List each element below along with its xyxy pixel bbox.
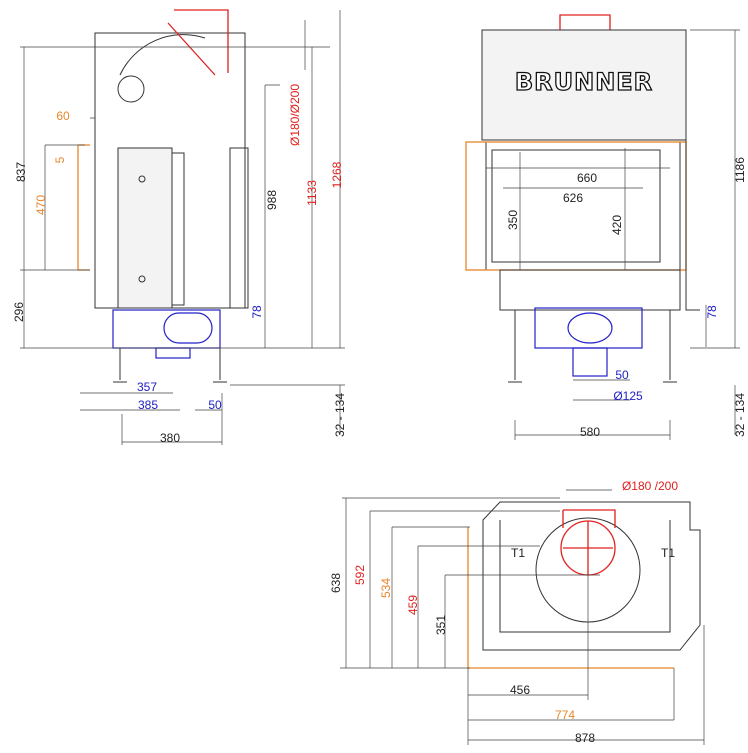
dim-flue-diameter: Ø180/Ø200 <box>288 84 302 146</box>
side-flue-outlet <box>167 9 229 76</box>
dim-988: 988 <box>265 190 279 210</box>
side-air-stub <box>155 347 191 359</box>
dim-878: 878 <box>575 731 595 745</box>
dim-1186: 1186 <box>733 157 747 183</box>
side-pulley <box>117 75 145 103</box>
front-flue-outlet <box>559 14 611 30</box>
dim-351: 351 <box>434 615 448 635</box>
side-bolt <box>138 275 146 283</box>
side-air-box <box>112 309 221 349</box>
side-door-panel <box>117 147 173 309</box>
plan-dimension-lines <box>340 489 705 745</box>
dim-1268: 1268 <box>330 161 344 188</box>
side-opening-outline <box>77 144 90 271</box>
dim-580: 580 <box>580 425 600 439</box>
dim-534: 534 <box>379 578 393 598</box>
dim-feet-range: 32 - 134 <box>733 393 747 437</box>
side-feet <box>113 348 227 383</box>
dim-5: 5 <box>53 156 67 163</box>
brunner-logo: BRUNNER <box>515 68 653 96</box>
dim-125-diameter: Ø125 <box>613 389 643 403</box>
front-base <box>499 269 681 311</box>
side-dome <box>119 34 206 76</box>
dim-350: 350 <box>506 210 520 230</box>
dim-456: 456 <box>510 683 530 697</box>
dim-626: 626 <box>563 191 583 205</box>
dim-flue-diameter: Ø180 /200 <box>622 479 678 493</box>
plan-inner-outline <box>499 520 671 633</box>
dim-660: 660 <box>577 171 597 185</box>
dim-60: 60 <box>56 109 70 123</box>
t1-label-left: T1 <box>511 546 525 560</box>
dim-774: 774 <box>555 708 575 722</box>
dim-357: 357 <box>137 380 157 394</box>
plan-body-outline <box>482 501 701 651</box>
dim-380: 380 <box>160 431 180 445</box>
dim-78: 78 <box>250 305 264 319</box>
t1-label-right: T1 <box>661 546 675 560</box>
front-feet <box>508 40 700 383</box>
dim-420: 420 <box>610 215 624 235</box>
side-dimension-lines <box>20 10 345 445</box>
front-fire-window <box>485 141 681 271</box>
side-rear-panel <box>229 147 249 309</box>
dim-50: 50 <box>208 398 222 412</box>
dim-78: 78 <box>705 305 719 319</box>
dim-638: 638 <box>329 573 343 593</box>
side-door-frame <box>171 152 185 306</box>
dim-385: 385 <box>138 398 158 412</box>
front-air-stub <box>572 347 608 377</box>
front-opening-outline <box>465 141 687 271</box>
dim-50: 50 <box>615 368 629 382</box>
front-air-box <box>534 307 643 349</box>
plan-view: Ø180 /200 T1 T1 638 592 534 459 351 456 … <box>329 479 705 745</box>
dim-296: 296 <box>12 302 26 322</box>
dim-470: 470 <box>34 195 48 215</box>
dim-459: 459 <box>406 595 420 615</box>
front-glass <box>491 149 661 263</box>
plan-flue-outlet <box>562 509 616 575</box>
dim-837: 837 <box>14 162 28 182</box>
dim-592: 592 <box>353 565 367 585</box>
front-view: BRUNNER 660 626 350 420 78 50 Ø125 580 1… <box>465 14 747 440</box>
front-hood <box>481 29 687 141</box>
side-air-inlet <box>163 312 213 344</box>
dim-1133: 1133 <box>305 180 319 206</box>
front-dimension-lines <box>486 29 740 440</box>
front-air-inlet <box>567 312 613 344</box>
side-view: 837 60 5 470 296 988 Ø180/Ø200 1133 1268… <box>12 9 347 445</box>
side-bolt <box>138 175 146 183</box>
dim-feet-range: 32 - 134 <box>333 393 347 437</box>
